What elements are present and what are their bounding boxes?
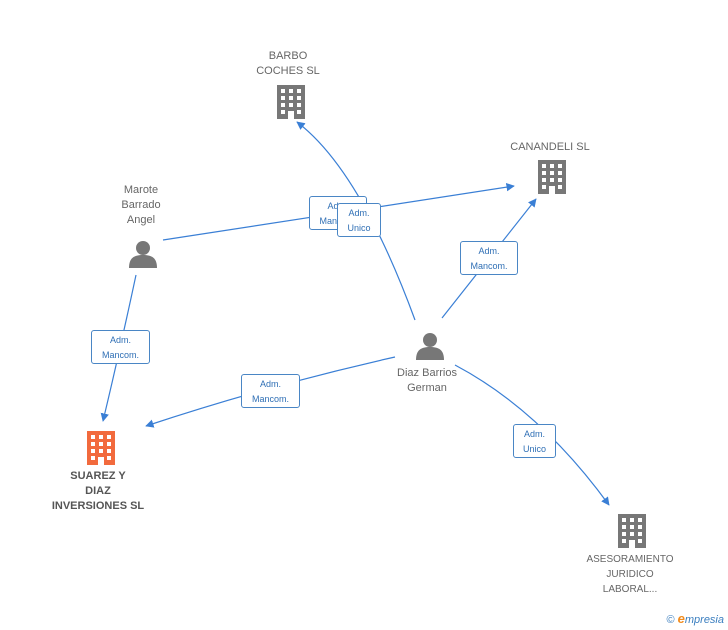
edge-label-line: Adm. [109,335,131,345]
node-label-suarez[interactable]: SUAREZ Y DIAZ INVERSIONES SL [42,469,154,514]
edge-label-line: Adm. [523,429,545,439]
node-label-line: Barrado [121,199,161,211]
edge-label-line: Mancom. [251,394,289,404]
node-label-marote[interactable]: Marote Barrado Angel [101,183,181,228]
node-label-line: Angel [126,214,156,226]
edge-label-diaz-canandeli[interactable]: Adm. Mancom. [460,241,518,275]
node-label-line: German [407,382,447,394]
edge-diaz-barbo [296,121,416,321]
edge-label-line: Adm. [259,379,281,389]
edge-label-line: Unico [522,444,546,454]
node-label-line: BARBO [268,50,308,62]
edge-label-line: Mancom. [101,350,139,360]
edge-label-line: Mancom. [470,261,508,271]
copyright-icon: © [666,614,675,626]
barbo-building-icon[interactable] [277,85,305,119]
edge-label-diaz-suarez[interactable]: Adm. Mancom. [241,374,300,408]
node-label-line: CANANDELI SL [510,141,590,153]
node-label-asesoramiento[interactable]: ASESORAMIENTO JURIDICO LABORAL... [574,552,686,597]
canandeli-building-icon[interactable] [538,160,566,194]
brand-name: mpresia [684,614,724,626]
edge-label-line: Adm. [478,246,500,256]
edge-label-marote-suarez[interactable]: Adm. Mancom. [91,330,150,364]
empresia-logo: ©empresia [667,611,724,626]
node-label-line: DIAZ [85,485,111,497]
edge-label-line: Unico [347,223,371,233]
node-label-line: ASESORAMIENTO [586,554,674,565]
node-label-line: LABORAL... [602,584,658,595]
node-label-line: JURIDICO [606,569,654,580]
edge-label-diaz-barbo[interactable]: Adm. Unico [337,203,381,237]
edge-diaz-asesoramiento [454,364,610,506]
node-label-canandeli[interactable]: CANANDELI SL [500,140,600,155]
marote-person-icon[interactable] [129,241,157,268]
node-label-barbo[interactable]: BARBO COCHES SL [248,49,328,79]
asesoramiento-building-icon[interactable] [618,514,646,548]
brand-initial: e [677,611,685,626]
node-label-line: Marote [123,184,159,196]
edge-label-diaz-asesoramiento[interactable]: Adm. Unico [513,424,556,458]
node-label-line: INVERSIONES SL [51,500,145,512]
node-label-line: SUAREZ Y [70,470,126,482]
node-label-line: COCHES SL [256,65,320,77]
node-label-diaz[interactable]: Diaz Barrios German [382,366,472,396]
node-label-line: Diaz Barrios [397,367,457,379]
diaz-person-icon[interactable] [416,333,444,360]
suarez-building-icon[interactable] [87,431,115,465]
edge-label-line: Adm. [348,208,370,218]
